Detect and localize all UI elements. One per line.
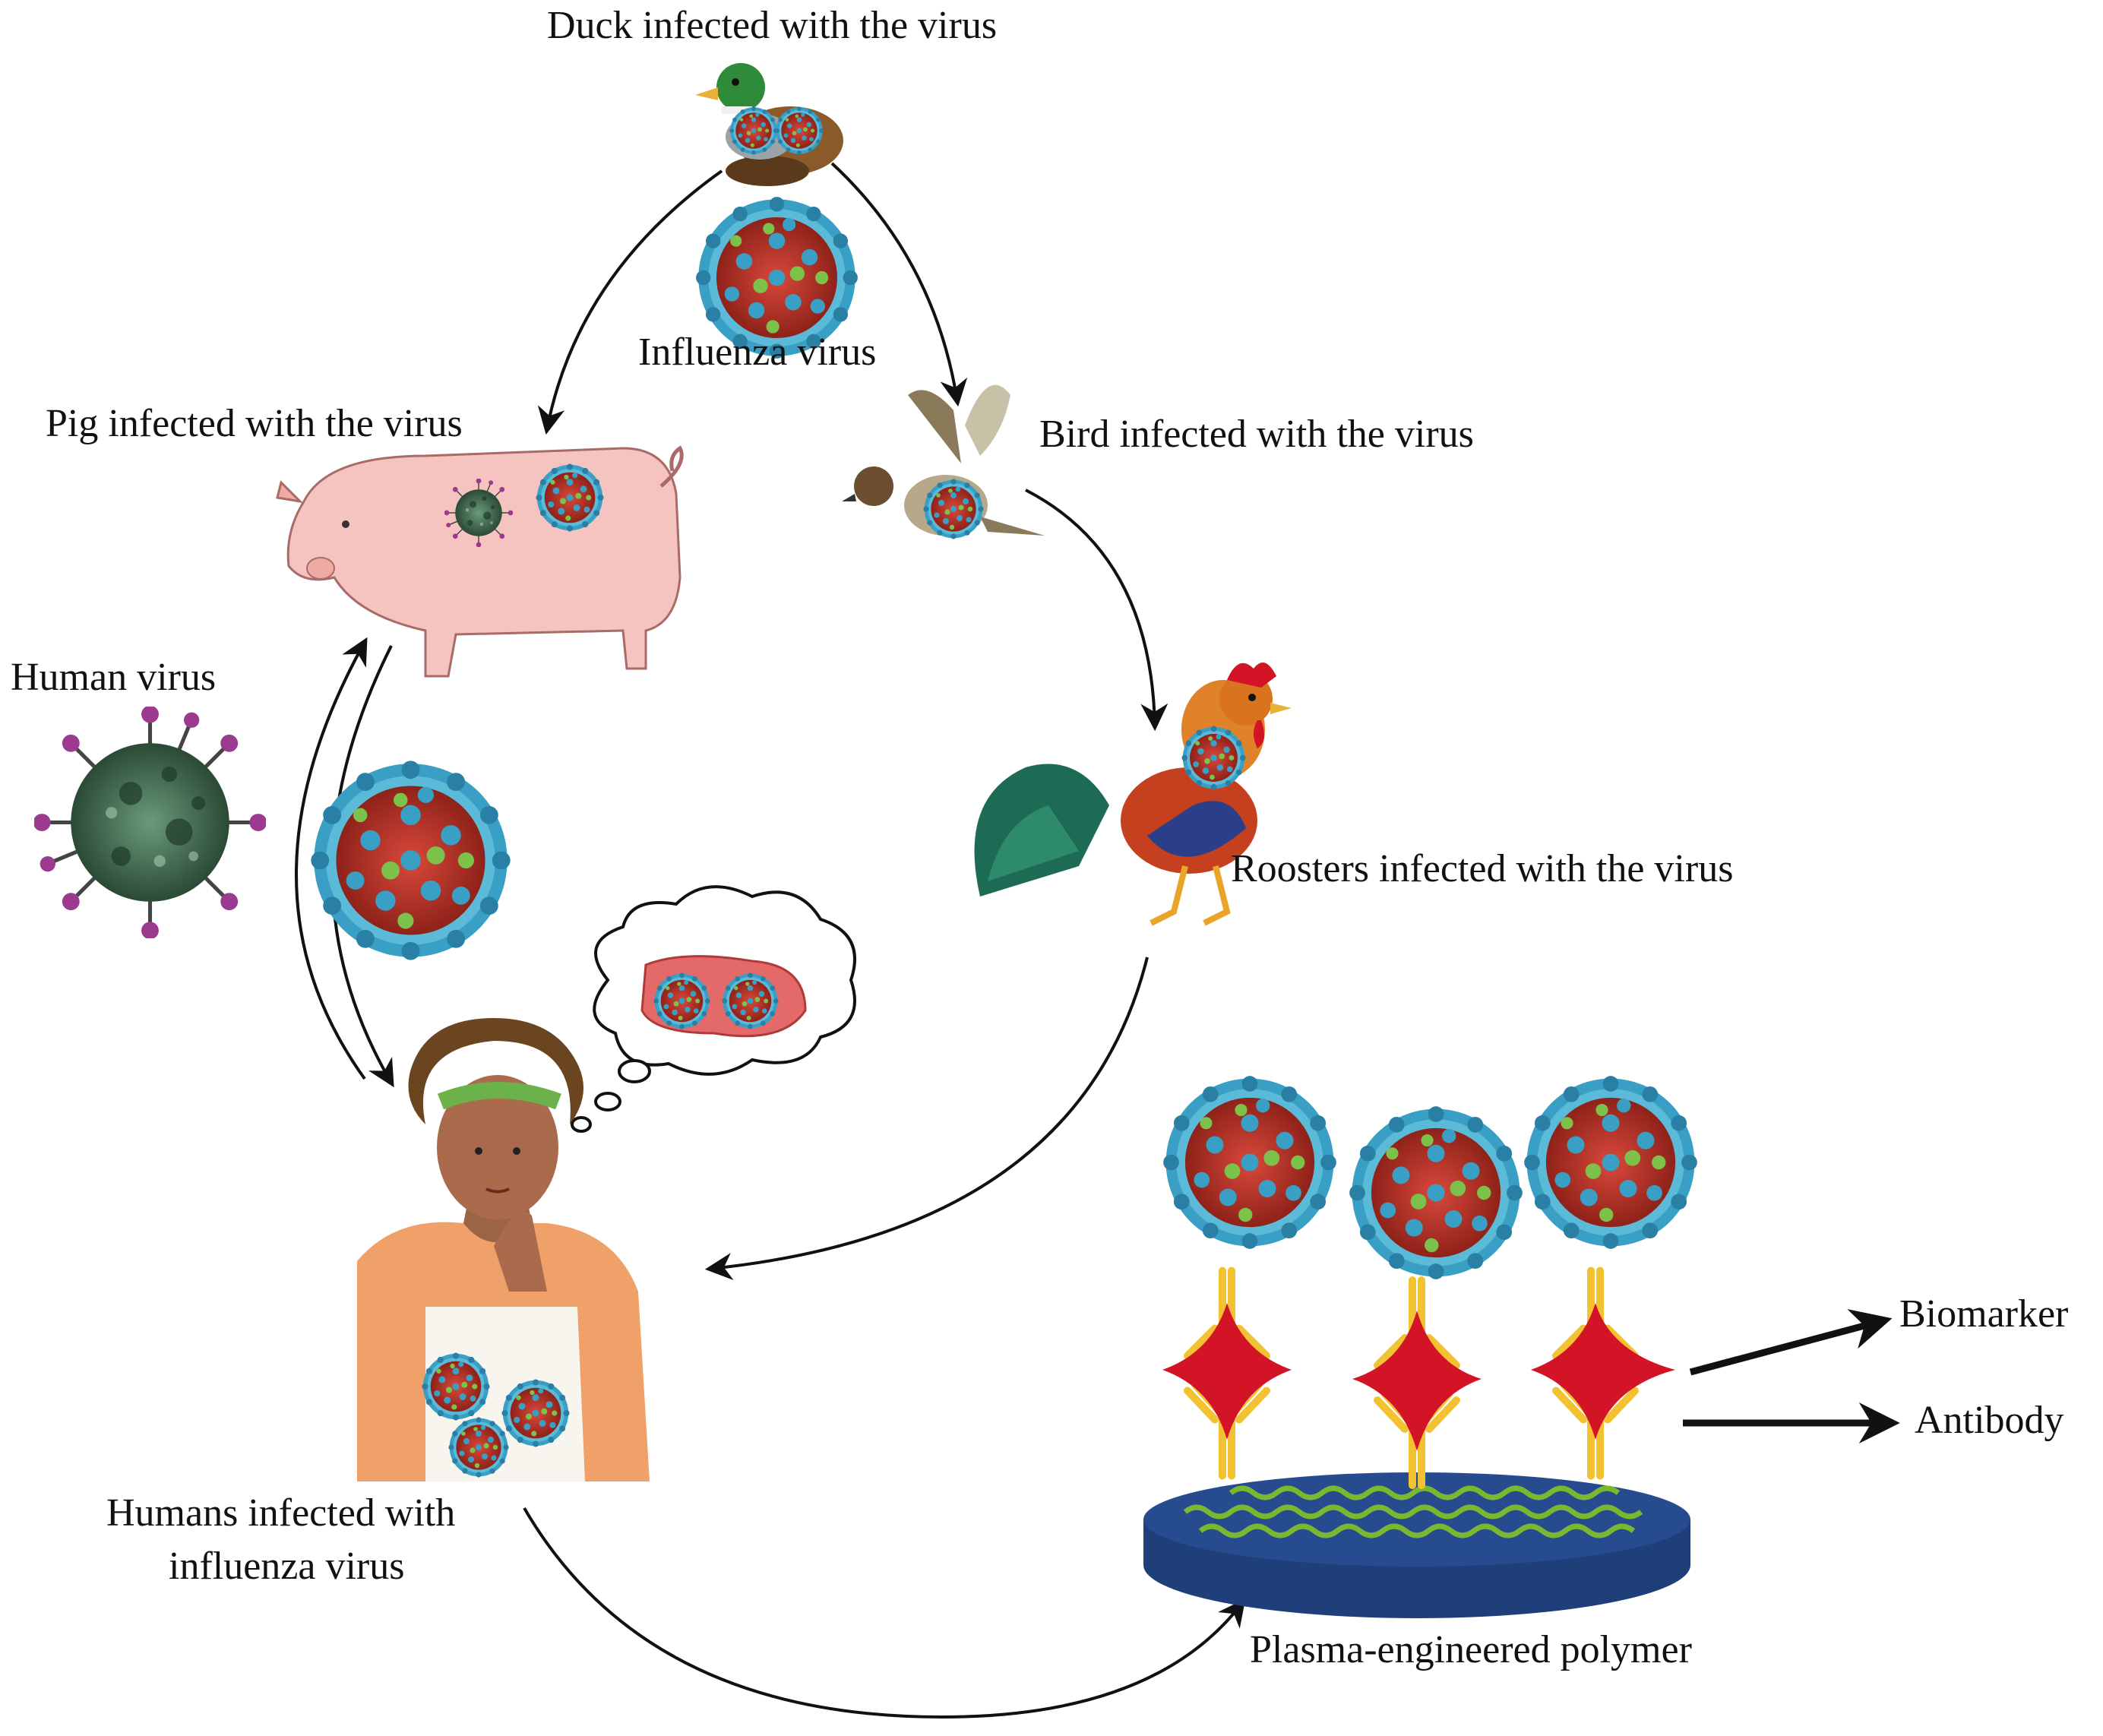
arrow-bird-to-rooster	[1025, 489, 1169, 732]
bird-icon	[842, 384, 1045, 539]
antibody-column-1	[1162, 1076, 1336, 1475]
arrow-human-to-pig	[295, 637, 368, 1080]
rooster-icon	[974, 662, 1292, 926]
arrow-duck-to-bird	[830, 162, 968, 407]
label-humans-line2: influenza virus	[169, 1545, 405, 1588]
influenza-virus-icon	[1163, 1076, 1336, 1249]
label-humans-line1: Humans infected with	[106, 1491, 456, 1535]
antibody-column-2	[1349, 1106, 1523, 1485]
label-duck: Duck infected with the virus	[547, 4, 998, 47]
label-antibody: Antibody	[1915, 1399, 2064, 1442]
pointer-arrows	[1683, 1309, 1900, 1444]
influenza-virus-icon	[1524, 1076, 1697, 1249]
human-virus-icon	[33, 706, 267, 940]
biomarker-icon	[1352, 1311, 1482, 1451]
influenza-virus-icon	[1349, 1106, 1523, 1279]
label-bird: Bird infected with the virus	[1039, 413, 1474, 456]
arrow-to-biomarker	[1689, 1309, 1893, 1376]
duck-icon	[695, 63, 843, 186]
label-human-virus: Human virus	[11, 656, 217, 699]
biomarker-icon	[1162, 1303, 1292, 1440]
label-roosters: Roosters infected with the virus	[1231, 847, 1734, 890]
arrow-duck-to-pig	[537, 169, 723, 435]
label-pig: Pig infected with the virus	[46, 402, 463, 445]
pig-icon	[276, 445, 684, 678]
thought-bubble-meat-icon	[571, 885, 856, 1133]
antibody-column-3	[1524, 1076, 1697, 1475]
arrow-rooster-to-human	[704, 957, 1149, 1280]
polymer-disc-icon	[1143, 1472, 1690, 1618]
label-influenza-virus: Influenza virus	[638, 330, 877, 374]
label-polymer: Plasma-engineered polymer	[1250, 1628, 1692, 1671]
arrow-human-to-polymer	[523, 1507, 1246, 1719]
woman-icon	[357, 1018, 650, 1481]
biomarker-icon	[1531, 1303, 1675, 1440]
label-biomarker: Biomarker	[1899, 1292, 2069, 1336]
